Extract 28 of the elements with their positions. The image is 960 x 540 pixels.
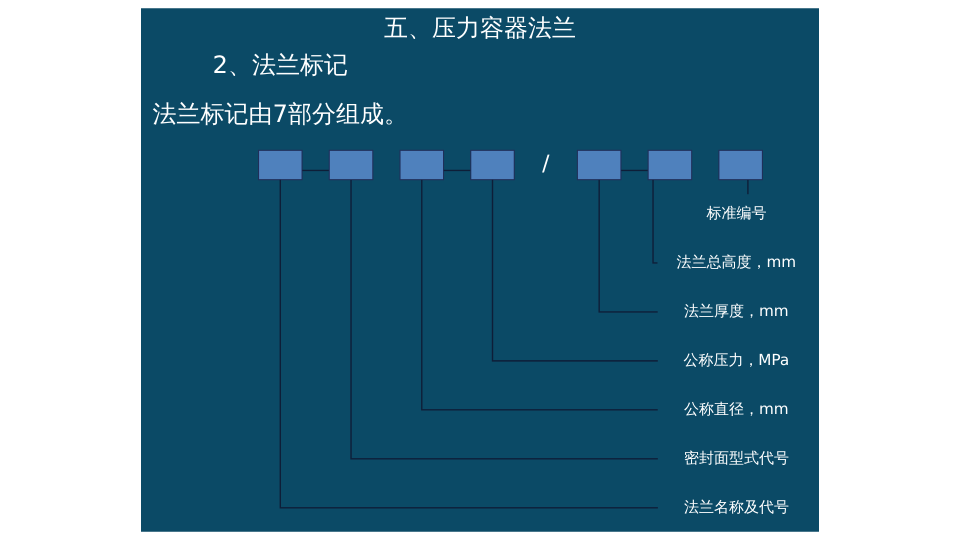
connector: [747, 180, 749, 194]
node-box: [470, 150, 515, 180]
connector: [421, 180, 658, 411]
connector: [280, 180, 658, 508]
node-box: [718, 150, 763, 180]
node-text: 公称压力，MPa: [683, 350, 790, 369]
connector: [444, 170, 470, 172]
node-text: 密封面型式代号: [684, 448, 789, 467]
connector: [302, 170, 329, 172]
node-box: [399, 150, 444, 180]
node-text: 法兰厚度，mm: [684, 302, 789, 320]
node-text: 公称直径，mm: [684, 400, 789, 418]
label: /: [542, 151, 550, 176]
connector: [350, 180, 658, 460]
connector: [621, 170, 648, 172]
diagram-title: 五、压力容器法兰: [384, 14, 576, 42]
node-text: 法兰总高度，mm: [676, 252, 796, 271]
label: 2、法兰标记: [212, 51, 348, 80]
connector: [598, 180, 658, 313]
node-box: [576, 150, 622, 180]
label: 法兰标记由7部分组成。: [152, 100, 408, 128]
node-box: [258, 150, 303, 180]
node-text: 标准编号: [706, 204, 766, 222]
node-box: [648, 150, 692, 180]
connector: [652, 180, 658, 264]
connector: [492, 180, 658, 362]
node-text: 法兰名称及代号: [684, 498, 789, 516]
node-box: [328, 150, 374, 180]
